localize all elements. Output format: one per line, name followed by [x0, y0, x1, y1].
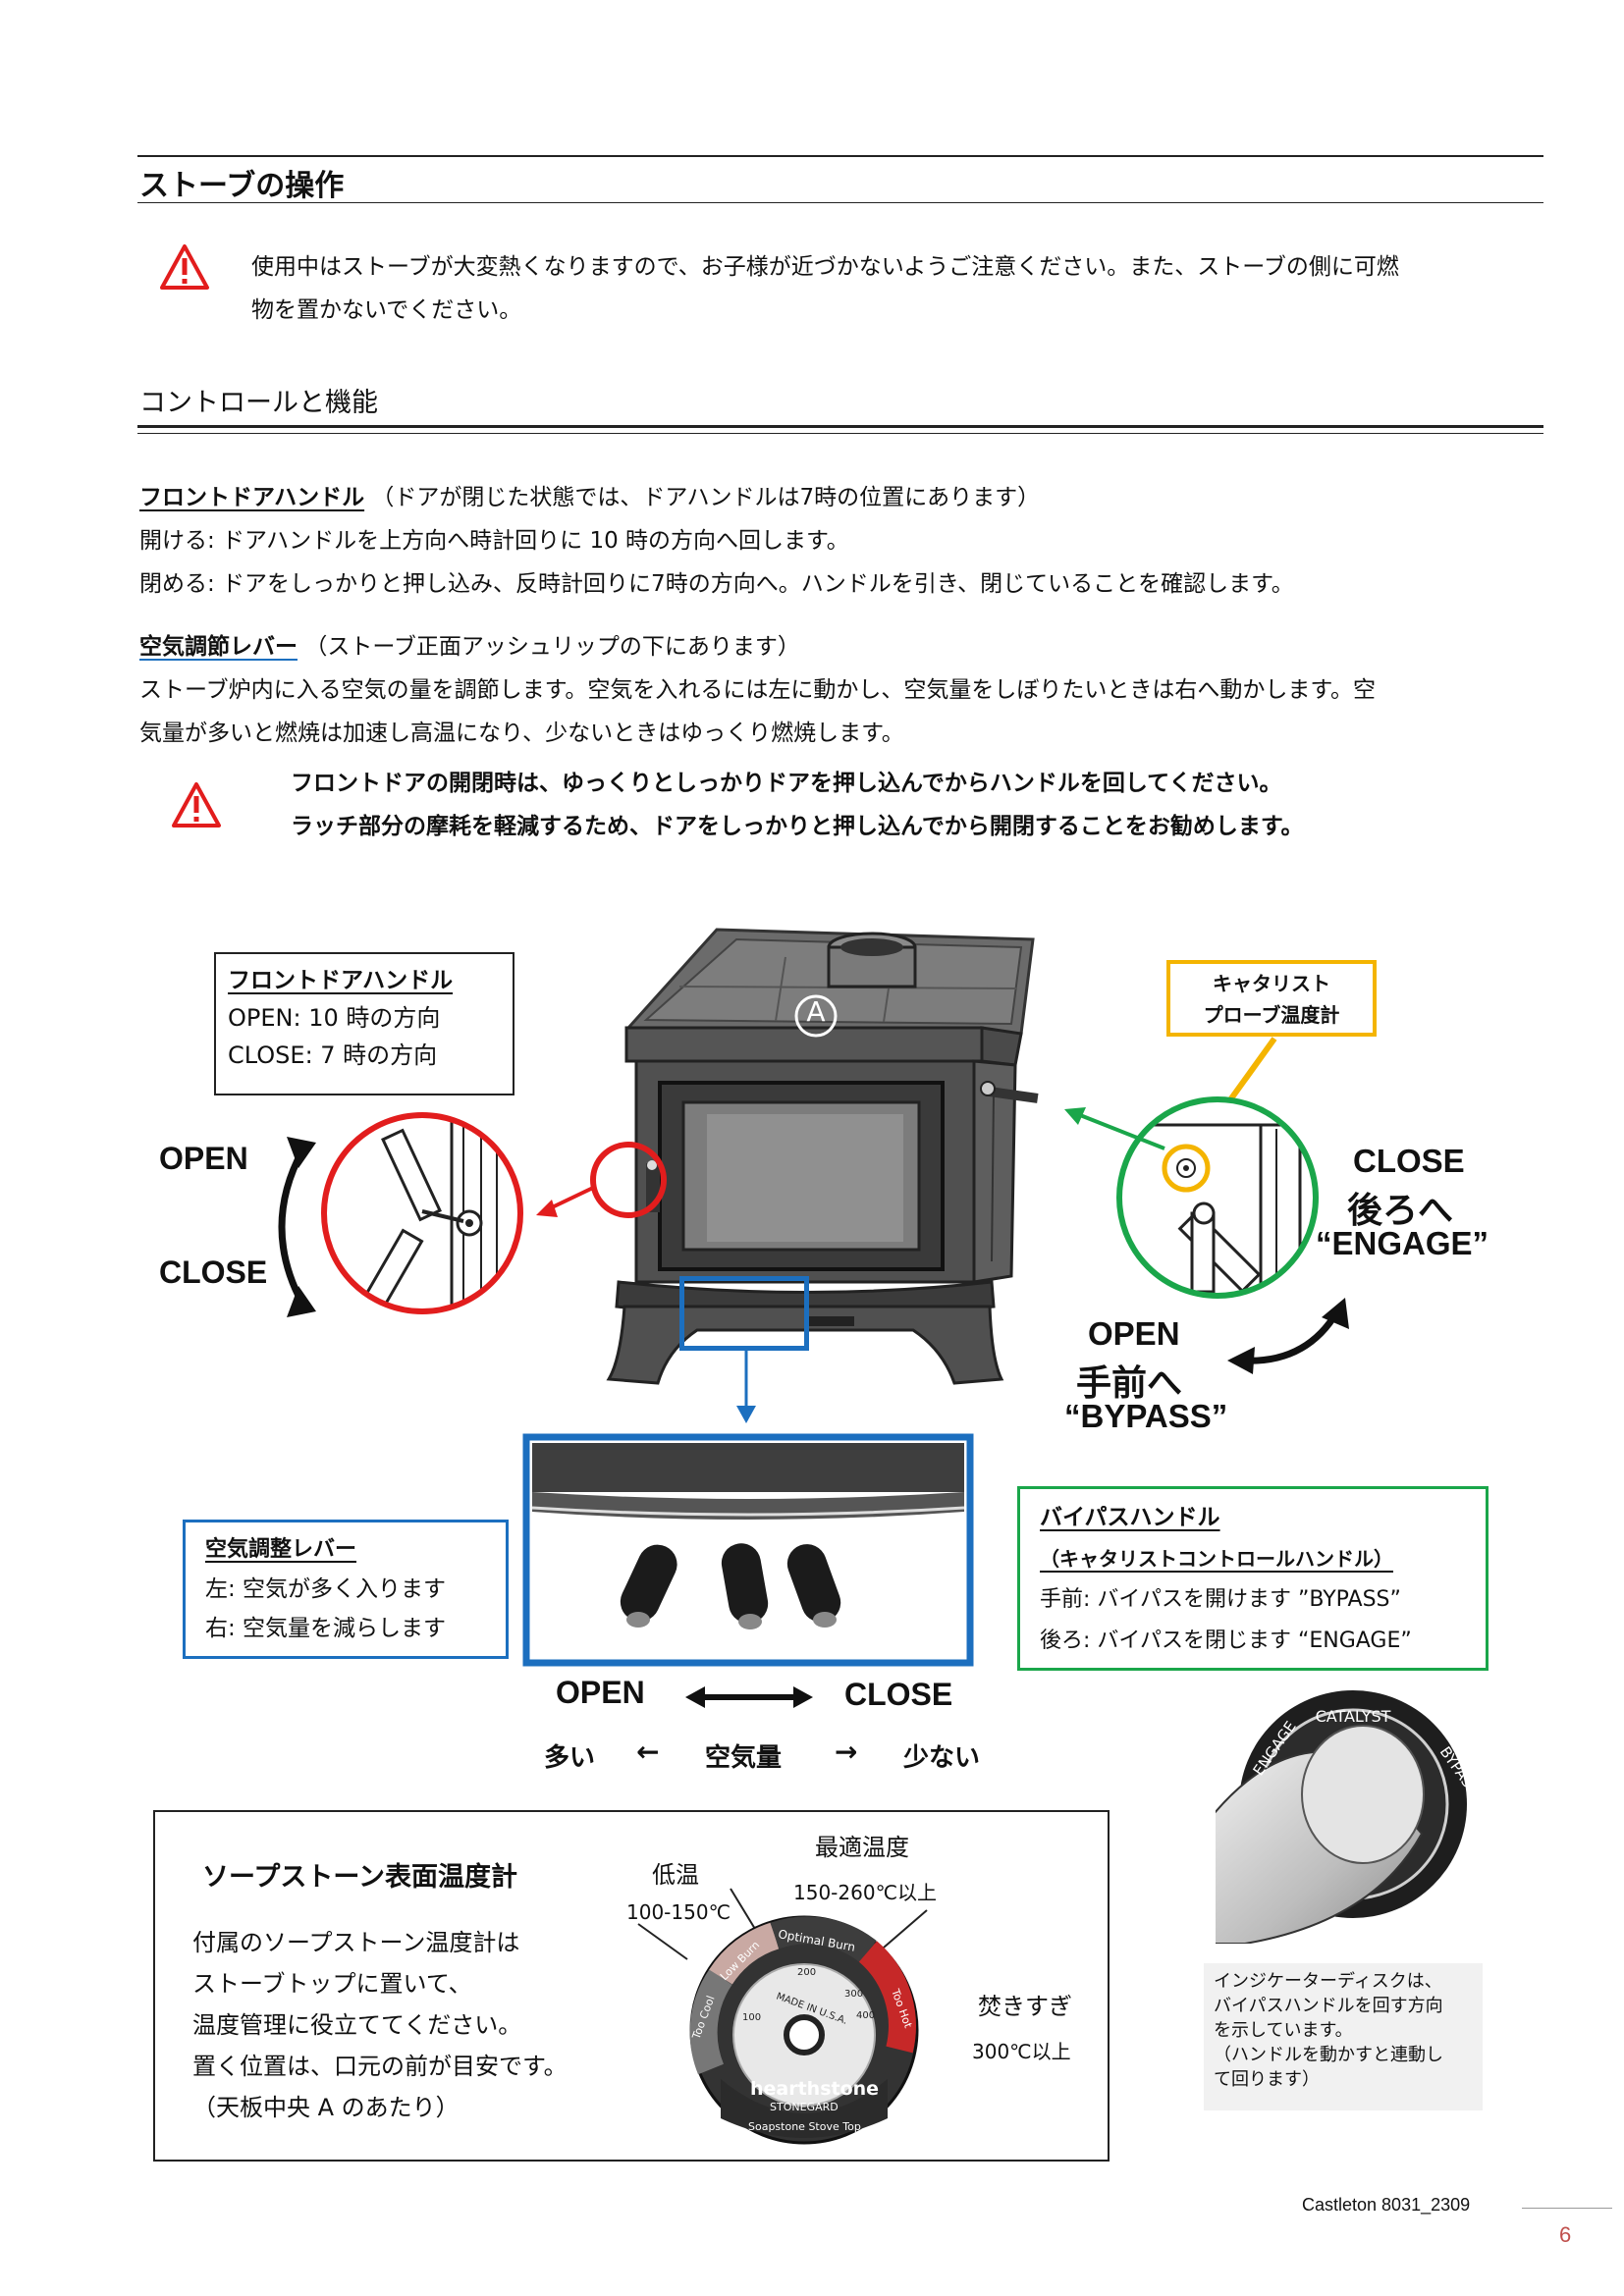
indicator-note-line1: インジケーターディスクは、	[1214, 1971, 1442, 1992]
front-door-note: （ドアが閉じた状態では、ドアハンドルは7時の位置にあります）	[371, 485, 1041, 510]
catalyst-box-line2: プローブ温度計	[1203, 1003, 1340, 1027]
indicator-note-line4: （ハンドルを動かすと連動し	[1214, 2045, 1443, 2065]
door-handle-callout	[536, 1142, 667, 1218]
air-more: 多い	[544, 1743, 596, 1773]
temp-low-label: 低温	[652, 1861, 699, 1889]
warning-icon	[172, 782, 221, 828]
bypass-box-front: 手前: バイパスを開けます ”BYPASS”	[1040, 1587, 1401, 1612]
air-box-right: 右: 空気量を減らします	[205, 1616, 447, 1641]
air-lever-callout-box	[679, 1276, 809, 1351]
label-open-right: OPEN	[1088, 1315, 1180, 1352]
air-lever-heading: 空気調節レバー	[139, 634, 298, 660]
bypass-handle-detail	[1116, 1096, 1319, 1299]
temp-hot-label: 焚きすぎ	[978, 1993, 1072, 2020]
front-door-box-open: OPEN: 10 時の方向	[228, 1004, 441, 1032]
air-lever-detail	[522, 1433, 974, 1667]
front-door-open: 開ける: ドアハンドルを上方向へ時計回りに 10 時の方向へ回します。	[139, 528, 849, 554]
air-lever-note: （ストーブ正面アッシュリップの下にあります）	[304, 634, 800, 660]
double-arrow-icon	[685, 1686, 813, 1708]
bypass-box-title: バイパスハンドル	[1040, 1505, 1220, 1530]
label-back: 後ろへ	[1347, 1190, 1454, 1230]
label-open-left: OPEN	[159, 1141, 248, 1176]
warning-text-2: フロントドアの開閉時は、ゆっくりとしっかりドアを押し込んでからハンドルを回してく…	[291, 771, 1304, 839]
subsection-rule-1	[137, 425, 1543, 428]
catalyst-probe-box: キャタリスト プローブ温度計	[1166, 960, 1377, 1037]
gauge-brand: hearthstone	[750, 2078, 879, 2100]
label-a-marker	[794, 994, 838, 1038]
soapstone-title: ソープストーン表面温度計	[202, 1862, 518, 1893]
section-rule-top	[137, 155, 1543, 157]
section-title: ストーブの操作	[139, 169, 345, 203]
door-handle-detail	[321, 1112, 523, 1314]
footer-rule	[1522, 2208, 1612, 2209]
warning-icon	[160, 244, 209, 290]
front-door-box-close: CLOSE: 7 時の方向	[228, 1041, 438, 1069]
indicator-disk-note: インジケーターディスクは、 バイパスハンドルを回す方向 を示しています。 （ハン…	[1204, 1963, 1483, 2110]
air-lever-line2: 気量が多いと燃焼は加速し高温になり、少ないときはゆっくり燃焼します。	[139, 721, 904, 746]
label-a: A	[806, 995, 826, 1028]
soapstone-thermometer-box	[153, 1810, 1110, 2162]
indicator-note-line2: バイパスハンドルを回す方向	[1214, 1996, 1443, 2016]
section-rule-bottom	[137, 202, 1543, 203]
air-lever-line1: ストーブ炉内に入る空気の量を調節します。空気を入れるには左に動かし、空気量をしぼ…	[139, 677, 1377, 703]
front-door-section: フロントドアハンドル （ドアが閉じた状態では、ドアハンドルは7時の位置にあります…	[139, 476, 1294, 606]
indicator-note-line5: て回ります）	[1214, 2069, 1320, 2090]
disk-label-catalyst: CATALYST	[1316, 1707, 1391, 1726]
air-box-title: 空気調整レバー	[205, 1537, 357, 1562]
air-lever-section: 空気調節レバー （ストーブ正面アッシュリップの下にあります） ストーブ炉内に入る…	[139, 625, 1376, 755]
catalyst-box-line1: キャタリスト	[1213, 972, 1330, 995]
label-lever-open: OPEN	[556, 1675, 645, 1710]
label-lever-close: CLOSE	[844, 1677, 953, 1712]
page-number: 6	[1559, 2222, 1572, 2247]
gauge-tick-300: 300	[844, 1989, 863, 2000]
bypass-handle-box: バイパスハンドル （キャタリストコントロールハンドル） 手前: バイパスを開けま…	[1017, 1486, 1489, 1671]
bypass-callout-arrow	[1064, 1107, 1165, 1150]
front-door-box: フロントドアハンドル OPEN: 10 時の方向 CLOSE: 7 時の方向	[214, 952, 514, 1095]
front-door-box-title: フロントドアハンドル	[228, 968, 454, 993]
temp-optimal-label: 最適温度	[815, 1834, 909, 1861]
air-box-left: 左: 空気が多く入ります	[205, 1576, 447, 1602]
air-less: 少ない	[903, 1743, 981, 1773]
gauge-brand2: STONEGARD	[770, 2101, 839, 2113]
rotate-arrow-icon	[278, 1137, 316, 1317]
label-engage: “ENGAGE”	[1316, 1225, 1489, 1261]
arrow-left-icon: ←	[636, 1735, 660, 1768]
air-quantity-label: 空気量	[705, 1743, 783, 1773]
bypass-box-subtitle: （キャタリストコントロールハンドル）	[1040, 1547, 1393, 1571]
temp-pointer-lines	[637, 1888, 928, 1960]
front-door-heading: フロントドアハンドル	[139, 485, 365, 510]
indicator-note-line3: を示しています。	[1214, 2020, 1353, 2041]
stove-illustration	[606, 928, 1039, 1385]
footer-doc-id: Castleton 8031_2309	[1302, 2195, 1471, 2215]
warning-text-1: 使用中はストーブが大変熱くなりますので、お子様が近づかないようご注意ください。ま…	[251, 254, 1399, 323]
gauge-tick-400: 400	[856, 2010, 875, 2021]
bypass-box-back: 後ろ: バイパスを閉じます “ENGAGE”	[1040, 1629, 1412, 1653]
soapstone-description: 付属のソープストーン温度計は ストーブトップに置いて、 温度管理に役立ててくださ…	[192, 1929, 568, 2121]
gauge-tick-100: 100	[742, 2012, 761, 2023]
gauge-tick-200: 200	[797, 1967, 816, 1978]
label-close-left: CLOSE	[159, 1255, 268, 1290]
subsection-title: コントロールと機能	[139, 388, 378, 418]
temp-optimal-range: 150-260℃以上	[793, 1881, 938, 1904]
subsection-rule-2	[137, 433, 1543, 434]
label-close-right: CLOSE	[1353, 1143, 1465, 1179]
label-front: 手前へ	[1076, 1362, 1183, 1403]
indicator-disk-illustration: CATALYST BYPASS ENGAGE	[1216, 1690, 1473, 1944]
air-adjust-box: 空気調整レバー 左: 空気が多く入ります 右: 空気量を減らします	[183, 1520, 509, 1659]
air-lever-callout-arrow	[736, 1351, 756, 1423]
front-door-close: 閉める: ドアをしっかりと押し込み、反時計回りに7時の方向へ。ハンドルを引き、閉…	[139, 571, 1294, 597]
label-bypass: “BYPASS”	[1064, 1398, 1228, 1434]
bypass-rotate-arrow-icon	[1227, 1298, 1349, 1374]
soapstone-gauge: Too Cool Low Burn Optimal Burn Too Hot M…	[689, 1915, 919, 2145]
temp-hot-range: 300℃以上	[972, 2040, 1071, 2063]
temp-low-range: 100-150℃	[626, 1900, 731, 1924]
arrow-right-icon: →	[835, 1735, 858, 1768]
gauge-bottom: Soapstone Stove Top	[748, 2120, 861, 2133]
